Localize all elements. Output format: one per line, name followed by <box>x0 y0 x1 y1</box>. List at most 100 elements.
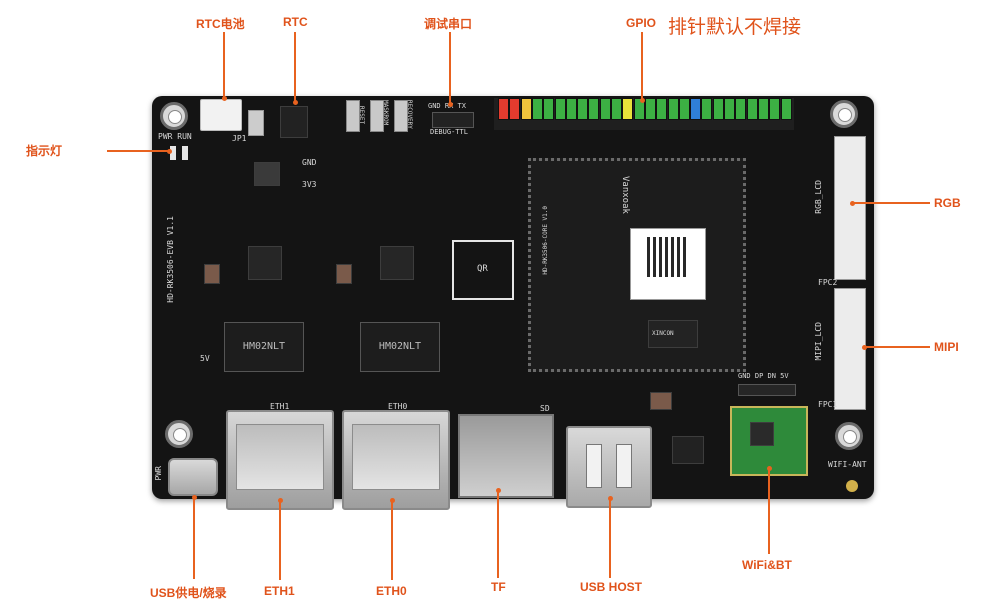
component <box>650 392 672 410</box>
leader-line <box>852 202 930 204</box>
callout-rtc-battery: RTC电池 <box>196 17 245 31</box>
silk-usb-pins: GND DP DN 5V <box>738 372 789 380</box>
silk-fpc1: FPC1 <box>818 400 838 409</box>
tf-card-slot[interactable] <box>458 414 554 498</box>
silk-maskrom: MASKROM <box>382 100 389 126</box>
gpio-pin <box>588 98 600 120</box>
silk-eth1: ETH1 <box>270 402 290 411</box>
callout-debug-uart: 调试串口 <box>424 17 473 31</box>
usb-host-port[interactable] <box>566 426 652 508</box>
qr-box <box>452 240 514 300</box>
ethernet-transformer: HM02NLT <box>360 322 440 372</box>
callout-rgb: RGB <box>934 196 961 210</box>
usb-pin-header <box>738 384 796 396</box>
leader-line <box>279 500 281 580</box>
leader-line <box>641 32 643 100</box>
transformer-label: HM02NLT <box>378 341 422 352</box>
mounting-hole <box>165 420 193 448</box>
callout-eth1: ETH1 <box>264 584 295 598</box>
callout-indicator: 指示灯 <box>26 144 63 158</box>
silk-core-name: HD-RK3506-CORE V1.0 <box>542 206 549 275</box>
recovery-button[interactable] <box>394 100 408 132</box>
gpio-pin <box>577 98 589 120</box>
maskrom-button[interactable] <box>370 100 384 132</box>
leader-line <box>294 32 296 102</box>
silk-xincon: XINCON <box>652 330 674 337</box>
leader-line <box>223 32 225 98</box>
silk-reset: RESET <box>358 106 365 125</box>
callout-gpio: GPIO <box>626 16 657 30</box>
callout-rtc: RTC <box>283 15 308 29</box>
leader-dot <box>222 96 227 101</box>
silk-pwr: PWR <box>154 466 163 481</box>
crystal <box>248 110 264 136</box>
gpio-pin <box>712 98 724 120</box>
mounting-hole <box>830 100 858 128</box>
indicator-led-pwr <box>170 146 176 160</box>
silk-gnd: GND <box>302 158 317 167</box>
power-inductor <box>254 162 280 186</box>
gpio-pin <box>622 98 634 120</box>
callout-tf: TF <box>491 580 506 594</box>
gpio-pin <box>667 98 679 120</box>
gpio-pin <box>565 98 577 120</box>
silk-mipi-lcd: MIPI_LCD <box>814 322 823 361</box>
usb-c-port[interactable] <box>168 458 218 496</box>
leader-dot <box>862 345 867 350</box>
eth1-port[interactable] <box>226 410 334 510</box>
leader-line <box>768 468 770 554</box>
leader-line <box>497 490 499 578</box>
transformer-label: HM02NLT <box>242 341 286 352</box>
leader-dot <box>293 100 298 105</box>
silk-pwr-run: PWR RUN <box>158 132 192 141</box>
leader-line <box>864 346 930 348</box>
leader-dot <box>767 466 772 471</box>
leader-dot <box>448 102 453 107</box>
rgb-fpc-connector <box>834 136 866 280</box>
leader-dot <box>640 98 645 103</box>
gpio-pin <box>746 98 758 120</box>
component <box>336 264 352 284</box>
gpio-header <box>494 98 794 130</box>
mounting-hole <box>835 422 863 450</box>
leader-line <box>449 32 451 104</box>
gpio-pin <box>757 98 769 120</box>
silk-board-name: HD-RK3506-EVB V1.1 <box>166 216 175 303</box>
gpio-pin <box>554 98 566 120</box>
reset-button[interactable] <box>346 100 360 132</box>
ethernet-transformer: HM02NLT <box>224 322 304 372</box>
soc-qr-label <box>630 228 706 300</box>
gpio-pin <box>690 98 702 120</box>
gpio-pin <box>769 98 781 120</box>
callout-wifi-bt: WiFi&BT <box>742 558 792 572</box>
antenna-connector <box>846 480 858 492</box>
mounting-hole <box>160 102 188 130</box>
leader-line <box>609 498 611 578</box>
silk-debug-ttl: DEBUG-TTL <box>430 128 468 136</box>
eth0-port[interactable] <box>342 410 450 510</box>
silk-3v3: 3V3 <box>302 180 317 189</box>
gpio-pin <box>701 98 713 120</box>
gpio-pin <box>520 98 532 120</box>
gpio-pin <box>656 98 668 120</box>
silk-core-brand: Vanxoak <box>620 176 630 214</box>
memory-chip <box>648 320 698 348</box>
component <box>204 264 220 284</box>
silk-wifi-ant: WIFI-ANT <box>828 460 867 469</box>
gpio-pin <box>531 98 543 120</box>
gpio-pin <box>599 98 611 120</box>
silk-qr: QR <box>477 264 488 274</box>
mipi-fpc-connector <box>834 288 866 410</box>
leader-dot <box>278 498 283 503</box>
leader-line <box>391 500 393 580</box>
ethernet-phy-chip <box>380 246 414 280</box>
leader-line <box>107 150 169 152</box>
silk-rgb-lcd: RGB_LCD <box>814 180 823 214</box>
callout-gpio-note: 排针默认不焊接 <box>668 17 802 38</box>
debug-uart-header <box>432 112 474 128</box>
gpio-pin <box>735 98 747 120</box>
leader-dot <box>192 495 197 500</box>
usb-hub-chip <box>672 436 704 464</box>
wifi-chip <box>750 422 774 446</box>
leader-dot <box>850 201 855 206</box>
